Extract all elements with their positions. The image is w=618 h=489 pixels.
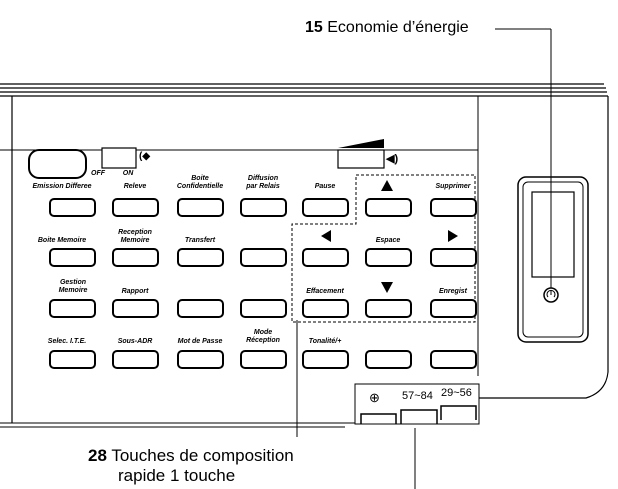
sous-adr-button[interactable] bbox=[112, 350, 159, 369]
arrow-left-icon bbox=[321, 230, 331, 242]
label-reception-memoire: Reception Memoire bbox=[118, 229, 152, 244]
reception-memoire-button[interactable] bbox=[112, 248, 159, 267]
callout-energy-number: 15 bbox=[305, 19, 323, 36]
label-emission-differee: Emission Differee bbox=[32, 183, 92, 190]
blank-key-r4c7[interactable] bbox=[430, 350, 477, 369]
mot-de-passe-button[interactable] bbox=[177, 350, 224, 369]
label-boite-confidentielle: Boite Confidentielle bbox=[176, 175, 224, 190]
emission-differee-button[interactable] bbox=[49, 198, 96, 217]
blank-key-r3c3[interactable] bbox=[177, 299, 224, 318]
speed-dial-arrow-icon: ⊕ bbox=[369, 390, 380, 405]
arrow-right-icon bbox=[448, 230, 458, 242]
arrow-up-icon bbox=[381, 180, 393, 191]
label-mode-reception: Mode Réception bbox=[246, 329, 280, 344]
handset-arrow-icon: (◆ bbox=[139, 151, 151, 162]
label-releve: Releve bbox=[123, 183, 147, 190]
callout-speed-dial-line1: Touches de composition bbox=[111, 446, 294, 465]
boite-memoire-button[interactable] bbox=[49, 248, 96, 267]
label-espace: Espace bbox=[375, 237, 401, 244]
selec-ite-button[interactable] bbox=[49, 350, 96, 369]
supprimer-button[interactable] bbox=[430, 198, 477, 217]
callout-speed-dial: 28 Touches de composition rapide 1 touch… bbox=[88, 446, 294, 486]
callout-energy-saving: 15 Economie d’énergie bbox=[305, 19, 469, 37]
espace-button[interactable] bbox=[365, 248, 412, 267]
right-button[interactable] bbox=[430, 248, 477, 267]
speaker-volume-icon: ◀) bbox=[386, 153, 399, 165]
label-boite-memoire: Boite Memoire bbox=[37, 237, 87, 244]
label-enregist: Enregist bbox=[438, 288, 467, 295]
speed-dial-tab-57-84: 57~84 bbox=[402, 390, 433, 402]
callout-energy-text: Economie d’énergie bbox=[327, 19, 469, 36]
label-rapport: Rapport bbox=[121, 288, 149, 295]
label-supprimer: Supprimer bbox=[435, 183, 471, 190]
transfert-button[interactable] bbox=[177, 248, 224, 267]
enregist-button[interactable] bbox=[430, 299, 477, 318]
switch-off-label: OFF bbox=[91, 170, 105, 177]
gestion-memoire-button[interactable] bbox=[49, 299, 96, 318]
releve-button[interactable] bbox=[112, 198, 159, 217]
label-gestion-memoire: Gestion Memoire bbox=[58, 279, 88, 294]
pause-button[interactable] bbox=[302, 198, 349, 217]
blank-key-r4c6[interactable] bbox=[365, 350, 412, 369]
switch-on-label: ON bbox=[122, 170, 134, 177]
boite-confidentielle-button[interactable] bbox=[177, 198, 224, 217]
arrow-down-icon bbox=[381, 282, 393, 293]
speed-dial-tab-29-56: 29~56 bbox=[441, 387, 472, 399]
label-effacement: Effacement bbox=[306, 288, 344, 295]
diffusion-relais-button[interactable] bbox=[240, 198, 287, 217]
label-selec-ite: Selec. I.T.E. bbox=[47, 338, 87, 345]
label-transfert: Transfert bbox=[184, 237, 216, 244]
effacement-button[interactable] bbox=[302, 299, 349, 318]
left-button[interactable] bbox=[302, 248, 349, 267]
rapport-button[interactable] bbox=[112, 299, 159, 318]
label-sous-adr: Sous-ADR bbox=[117, 338, 153, 345]
callout-speed-dial-number: 28 bbox=[88, 446, 107, 465]
blank-key-r2c4[interactable] bbox=[240, 248, 287, 267]
down-button[interactable] bbox=[365, 299, 412, 318]
tonalite-button[interactable] bbox=[302, 350, 349, 369]
label-diffusion-relais: Diffusion par Relais bbox=[246, 175, 280, 190]
up-button[interactable] bbox=[365, 198, 412, 217]
label-tonalite: Tonalité/+ bbox=[308, 338, 342, 345]
mode-reception-button[interactable] bbox=[240, 350, 287, 369]
blank-key-r3c4[interactable] bbox=[240, 299, 287, 318]
label-mot-de-passe: Mot de Passe bbox=[177, 338, 223, 345]
callout-speed-dial-line2: rapide 1 touche bbox=[118, 466, 236, 485]
label-pause: Pause bbox=[314, 183, 336, 190]
